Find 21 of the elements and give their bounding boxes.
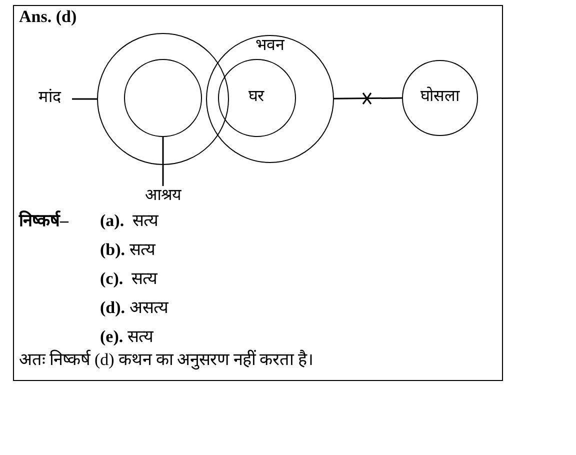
conclusion-item: (a). सत्य (100, 210, 159, 232)
connector-line (72, 98, 97, 100)
answer-heading: Ans. (d) (19, 7, 77, 27)
circle-label: घर (248, 86, 266, 106)
circle-label: आश्रय (137, 186, 189, 208)
conclusion-heading: निष्कर्ष– (19, 210, 68, 232)
circle (97, 33, 229, 165)
circle (218, 58, 296, 136)
conclusion-item: (c). सत्य (100, 268, 158, 290)
conclusion-item: (e). सत्य (100, 326, 154, 348)
circle (206, 35, 334, 163)
circle (402, 60, 478, 136)
circle (124, 58, 202, 136)
final-statement: अतः निष्कर्ष (d) कथन का अनुसरण नहीं करता है। (19, 349, 313, 371)
conclusion-item: (d). असत्य (100, 297, 168, 319)
circle-label: भवन (254, 36, 286, 56)
conclusion-item: (b). सत्य (100, 239, 156, 261)
connector-line (162, 137, 164, 186)
connector-line (334, 97, 402, 100)
circle-label: घोसला (420, 87, 461, 107)
circle-label: मांद (28, 88, 72, 110)
